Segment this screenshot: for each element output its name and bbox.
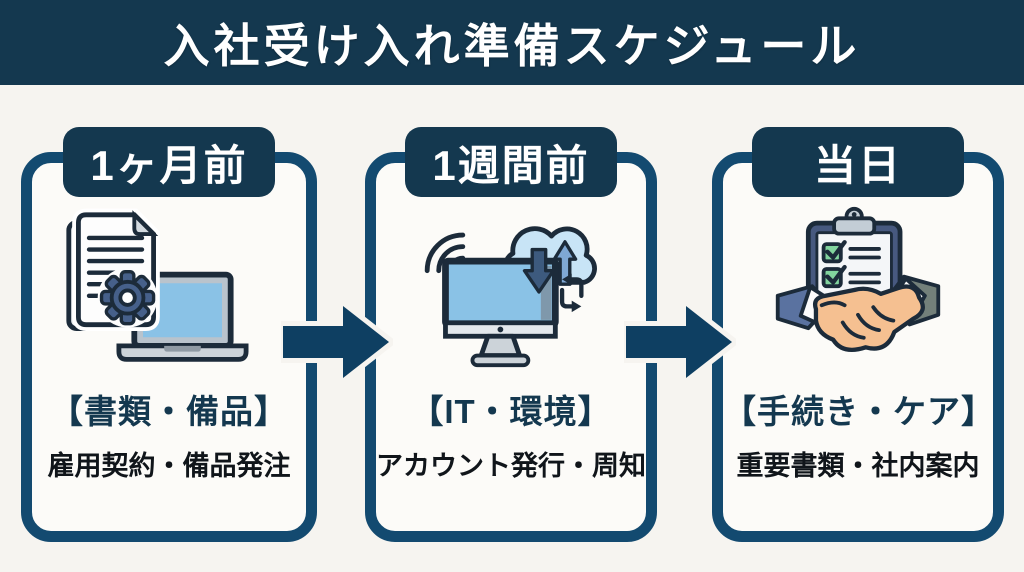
step-detail-text: 雇用契約・備品発注 <box>47 451 291 481</box>
step-badge-1week: 1週間前 <box>405 127 617 197</box>
step-category-label: 【書類・備品】 <box>50 393 288 430</box>
step-badge-label: 当日 <box>813 141 902 189</box>
step-detail-text: 重要書類・社内案内 <box>736 451 980 481</box>
documents-gear-laptop-icon <box>61 203 277 377</box>
handshake-checklist-svg <box>775 206 941 352</box>
step-card-day-of: 当日 <box>712 127 1004 542</box>
step-category-label: 【IT・環境】 <box>410 393 612 430</box>
step-card-1month: 1ヶ月前 <box>21 127 317 542</box>
step-badge-label: 1週間前 <box>432 141 590 189</box>
computer-cloud-sync-svg <box>424 226 597 368</box>
arrow-right-icon <box>281 300 393 384</box>
arrow-right-icon <box>624 300 736 384</box>
step-badge-label: 1ヶ月前 <box>90 141 248 189</box>
header-bar: 入社受け入れ準備スケジュール <box>0 0 1024 85</box>
step-category-label: 【手続き・ケア】 <box>723 393 995 430</box>
step-badge-1month: 1ヶ月前 <box>63 127 275 197</box>
step-detail-text: アカウント発行・周知 <box>376 451 646 481</box>
page-title: 入社受け入れ準備スケジュール <box>163 19 861 72</box>
documents-gear-laptop-svg <box>66 208 249 362</box>
handshake-checklist-icon <box>750 203 966 377</box>
step-card-1week: 1週間前 <box>365 127 657 542</box>
step-badge-day-of: 当日 <box>752 127 964 197</box>
computer-cloud-sync-icon <box>403 203 619 377</box>
